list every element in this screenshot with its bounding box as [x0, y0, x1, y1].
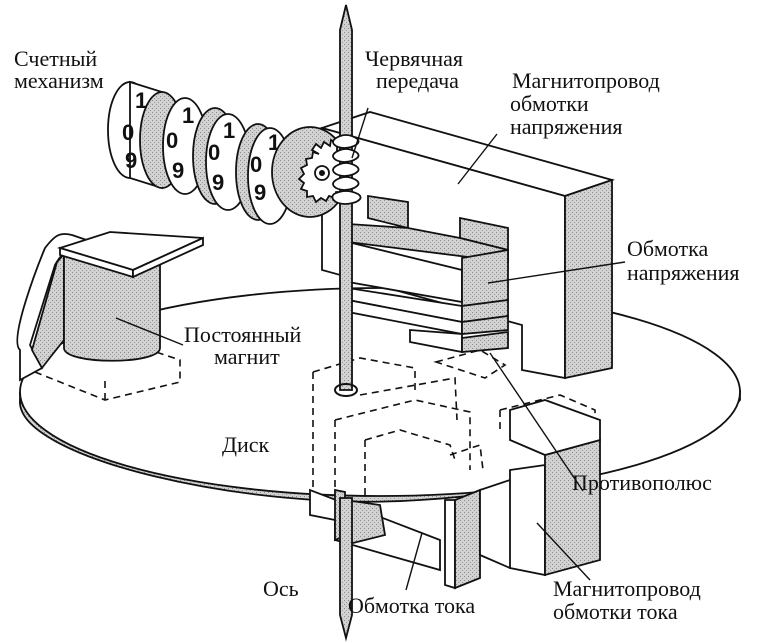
hidden-contours: [34, 349, 596, 495]
counter-pole-block: [509, 399, 601, 456]
label-counter-pole: Противополюс: [572, 470, 712, 495]
label-worm-gear-2: передача: [376, 68, 459, 93]
permanent-magnet: [16, 231, 204, 382]
drum-1-digit-bot: 9: [125, 148, 137, 173]
label-voltage-core-2: обмотки: [510, 91, 589, 116]
drum-2-digit-bot: 9: [172, 158, 184, 183]
label-voltage-core-3: напряжения: [510, 114, 622, 139]
drum-1-digit-mid: 0: [122, 120, 134, 145]
leader-worm-gear: [351, 107, 369, 159]
label-worm-gear-1: Червячная: [365, 46, 463, 71]
drum-3-digit-mid: 0: [208, 140, 220, 165]
leader-lines: [115, 107, 626, 591]
drum-1: 1 0 9: [107, 80, 185, 190]
leader-counter-pole: [489, 352, 584, 492]
axis-shaft: [331, 4, 362, 642]
label-counting-mechanism-2: механизм: [14, 68, 104, 93]
drum-3-digit-bot: 9: [212, 170, 224, 195]
leader-current-coil: [405, 532, 423, 591]
label-voltage-core-1: Магнитопровод: [512, 68, 660, 93]
leader-current-core: [536, 522, 591, 581]
drum-2-digit-mid: 0: [166, 128, 178, 153]
label-counting-mechanism-1: Счетный: [14, 46, 97, 71]
leader-permanent-magnet: [115, 317, 184, 346]
labels: Счетный механизм Червячная передача Магн…: [14, 46, 739, 624]
current-core: [310, 440, 601, 590]
label-permanent-magnet-2: магнит: [214, 344, 280, 369]
label-current-core-2: обмотки тока: [553, 599, 678, 624]
label-current-core-1: Магнитопровод: [553, 576, 701, 601]
drum-4-digit-bot: 9: [254, 180, 266, 205]
label-current-coil: Обмотка тока: [348, 593, 475, 618]
leader-voltage-coil: [487, 261, 626, 284]
worm-gear: [331, 134, 362, 205]
label-voltage-coil-1: Обмотка: [627, 236, 708, 261]
drum-4-digit-mid: 0: [250, 152, 262, 177]
leader-voltage-core: [457, 133, 498, 185]
label-axis: Ось: [263, 576, 299, 601]
label-disk: Диск: [222, 432, 270, 457]
counting-mechanism: 1 0 9 1 0 9 1 0 9 1 0 9: [107, 80, 351, 225]
drum-3-digit-top: 1: [223, 118, 235, 143]
label-permanent-magnet-1: Постоянный: [184, 322, 302, 347]
label-voltage-coil-2: напряжения: [627, 260, 739, 285]
drum-2-digit-top: 1: [182, 103, 194, 128]
drum-1-digit-top: 1: [135, 88, 147, 113]
voltage-coil: [347, 194, 509, 354]
